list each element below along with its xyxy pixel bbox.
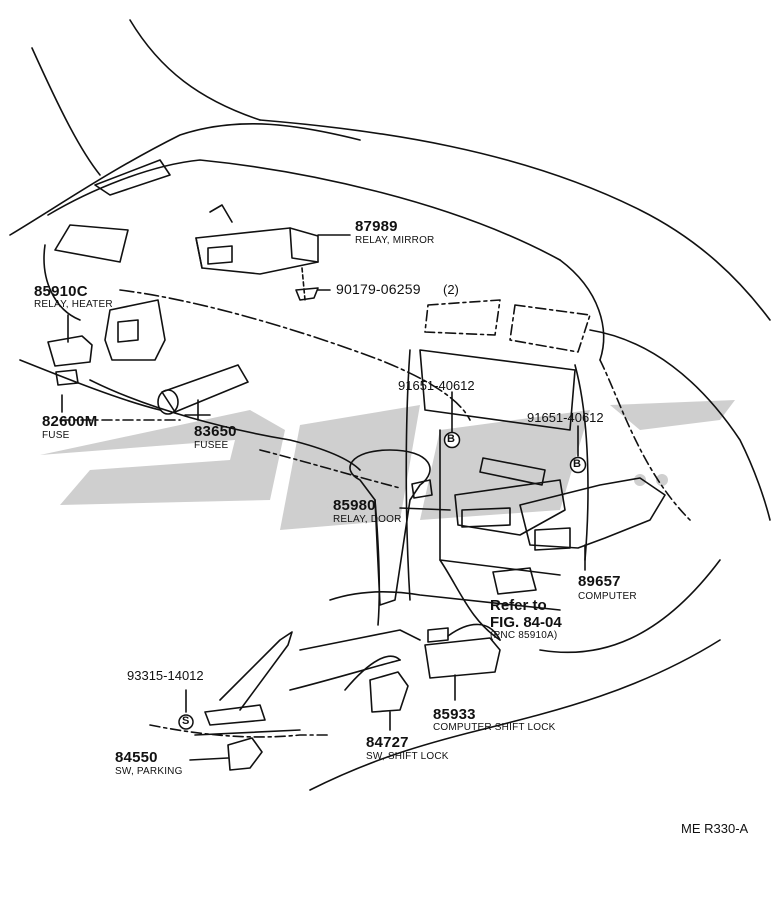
part-number-85933[interactable]: 85933 bbox=[433, 706, 476, 723]
reference-note: (PNC 85910A) bbox=[490, 630, 558, 641]
marker-b-left-letter: B bbox=[447, 433, 455, 445]
marker-s bbox=[178, 714, 194, 730]
part-name-89657: COMPUTER bbox=[578, 591, 637, 602]
part-number-85910c[interactable]: 85910C bbox=[34, 283, 88, 300]
part-number-89657[interactable]: 89657 bbox=[578, 573, 621, 590]
marker-s-letter: S bbox=[182, 715, 190, 727]
part-number-90179[interactable]: 90179-06259 bbox=[336, 281, 421, 297]
part-name-83650: FUSEE bbox=[194, 440, 229, 451]
part-number-85980[interactable]: 85980 bbox=[333, 497, 376, 514]
part-number-87989[interactable]: 87989 bbox=[355, 218, 398, 235]
part-number-84727[interactable]: 84727 bbox=[366, 734, 409, 751]
marker-b-right-letter: B bbox=[573, 458, 581, 470]
part-name-84550: SW, PARKING bbox=[115, 766, 183, 777]
part-name-82600m: FUSE bbox=[42, 430, 70, 441]
part-name-87989: RELAY, MIRROR bbox=[355, 235, 435, 246]
part-number-91651-right[interactable]: 91651-40612 bbox=[527, 410, 604, 425]
part-qty-90179: (2) bbox=[443, 282, 459, 297]
part-number-83650[interactable]: 83650 bbox=[194, 423, 237, 440]
part-name-85980: RELAY, DOOR bbox=[333, 514, 402, 525]
part-number-93315[interactable]: 93315-14012 bbox=[127, 668, 204, 683]
part-number-82600m[interactable]: 82600M bbox=[42, 413, 98, 430]
diagram-code: ME R330-A bbox=[681, 821, 749, 836]
part-number-91651-left[interactable]: 91651-40612 bbox=[398, 378, 475, 393]
part-number-84550[interactable]: 84550 bbox=[115, 749, 158, 766]
part-name-85933: COMPUTER SHIFT LOCK bbox=[433, 722, 556, 733]
reference-line-1: Refer to bbox=[490, 597, 547, 614]
marker-b-left bbox=[443, 431, 461, 449]
marker-b-right bbox=[569, 456, 587, 474]
reference-line-2[interactable]: FIG. 84-04 bbox=[490, 614, 562, 631]
part-name-84727: SW, SHIFT LOCK bbox=[366, 751, 449, 762]
part-name-85910c: RELAY, HEATER bbox=[34, 299, 113, 310]
